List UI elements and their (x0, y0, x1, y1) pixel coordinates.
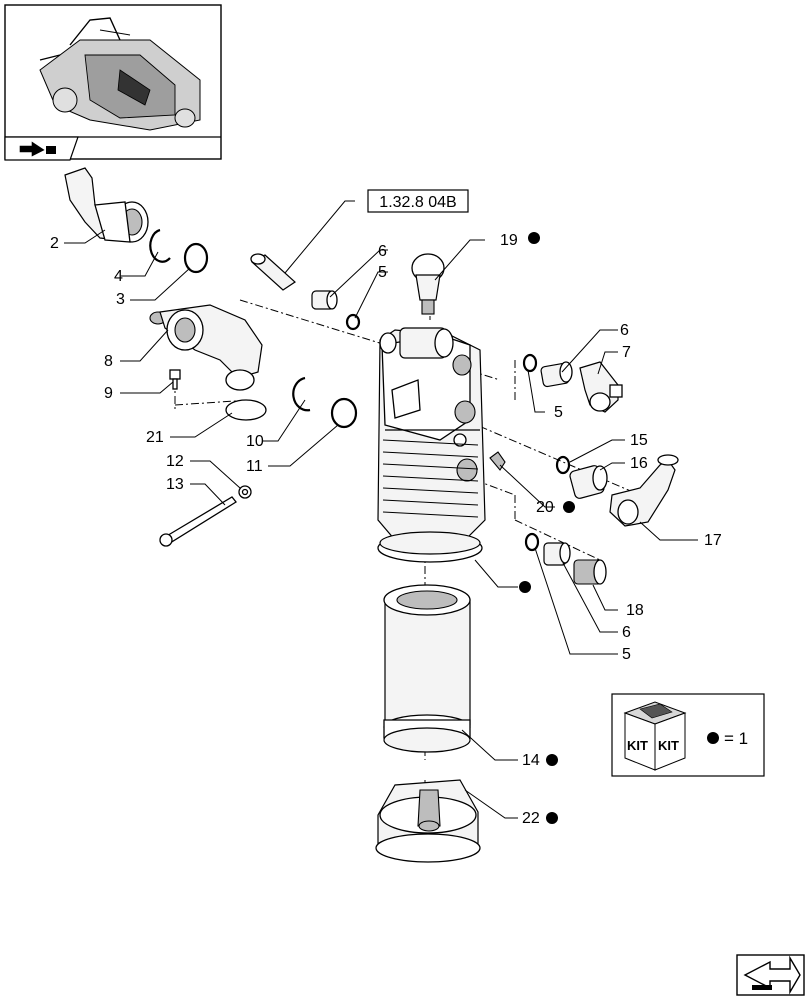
part-18-plug (573, 559, 607, 585)
callout-6-top: 6 (378, 243, 387, 260)
callout-9: 9 (104, 385, 113, 402)
callout-10: 10 (246, 433, 264, 450)
part-6-sleeve-lower (543, 542, 571, 566)
part-3-o-ring (183, 242, 209, 274)
thumbnail-panel (4, 4, 222, 161)
filled-dot-icon (519, 581, 531, 593)
part-19-cap (411, 253, 445, 315)
callout-11: 11 (246, 458, 263, 475)
filled-dot-icon (563, 501, 575, 513)
callout-6-right: 6 (620, 322, 629, 339)
kit-label-left: KIT (627, 738, 648, 753)
callout-22: 22 (522, 810, 540, 827)
part-9-bolt (169, 369, 181, 390)
callout-19: 19 (500, 232, 518, 249)
page-next-arrow-icon[interactable] (736, 954, 805, 996)
kit-box-icon: KIT KIT (623, 701, 687, 771)
part-17-bent-hose (609, 454, 679, 527)
part-5-o-ring-top (345, 313, 361, 331)
part-7-elbow-fitting (579, 361, 623, 413)
part-6-sleeve-right-upper (540, 361, 573, 388)
kit-marker-dots (519, 232, 575, 824)
part-4-snap-ring (149, 228, 171, 263)
callout-16: 16 (630, 455, 648, 472)
part-13-long-bolt (159, 496, 237, 547)
callout-5-top: 5 (378, 264, 387, 281)
kit-label-right: KIT (658, 738, 679, 753)
callout-3: 3 (116, 291, 125, 308)
part-10-snap-ring (292, 376, 311, 412)
callout-12: 12 (166, 453, 184, 470)
filter-housing (377, 327, 486, 563)
filled-dot-icon (528, 232, 540, 244)
filled-dot-icon (546, 754, 558, 766)
part-6-sleeve-top (311, 290, 338, 310)
callout-14: 14 (522, 752, 540, 769)
callout-18: 18 (626, 602, 644, 619)
reference-box[interactable]: 1.32.8 04B (367, 189, 469, 213)
callout-15: 15 (630, 432, 648, 449)
page-previous-arrow-icon[interactable] (4, 136, 79, 161)
part-15-o-ring (555, 455, 571, 475)
callout-21: 21 (146, 429, 164, 446)
tractor-thumbnail-image (39, 17, 201, 131)
part-21-gasket (225, 399, 267, 421)
part-8-inlet-elbow (149, 304, 263, 391)
filled-dot-icon (707, 732, 719, 744)
callout-17: 17 (704, 532, 722, 549)
part-5-o-ring-right-upper (522, 353, 538, 373)
callout-5-lower: 5 (622, 646, 631, 663)
callout-2: 2 (50, 235, 59, 252)
callout-5-right: 5 (554, 404, 563, 421)
part-22-bowl (375, 779, 481, 863)
leader-lines (64, 200, 698, 819)
part-11-o-ring (330, 397, 358, 429)
callout-8: 8 (104, 353, 113, 370)
callout-13: 13 (166, 476, 184, 493)
kit-equals-text: = 1 (724, 729, 748, 748)
kit-legend: KIT KIT = 1 (611, 693, 765, 777)
callout-4: 4 (114, 268, 123, 285)
filled-dot-icon (546, 812, 558, 824)
callout-7: 7 (622, 344, 631, 361)
reference-label: 1.32.8 04B (379, 194, 456, 211)
part-14-filter-element (383, 584, 471, 753)
callout-20: 20 (536, 499, 554, 516)
hose-sleeve (250, 253, 296, 291)
part-12-washer (238, 485, 252, 499)
part-5-o-ring-lower (524, 532, 540, 552)
callout-labels: 2 4 3 8 9 21 10 11 12 13 6 5 19 6 7 5 15… (50, 232, 722, 827)
callout-6-lower: 6 (622, 624, 631, 641)
part-16-sleeve (569, 465, 608, 499)
part-2-elbow-housing (64, 167, 149, 243)
